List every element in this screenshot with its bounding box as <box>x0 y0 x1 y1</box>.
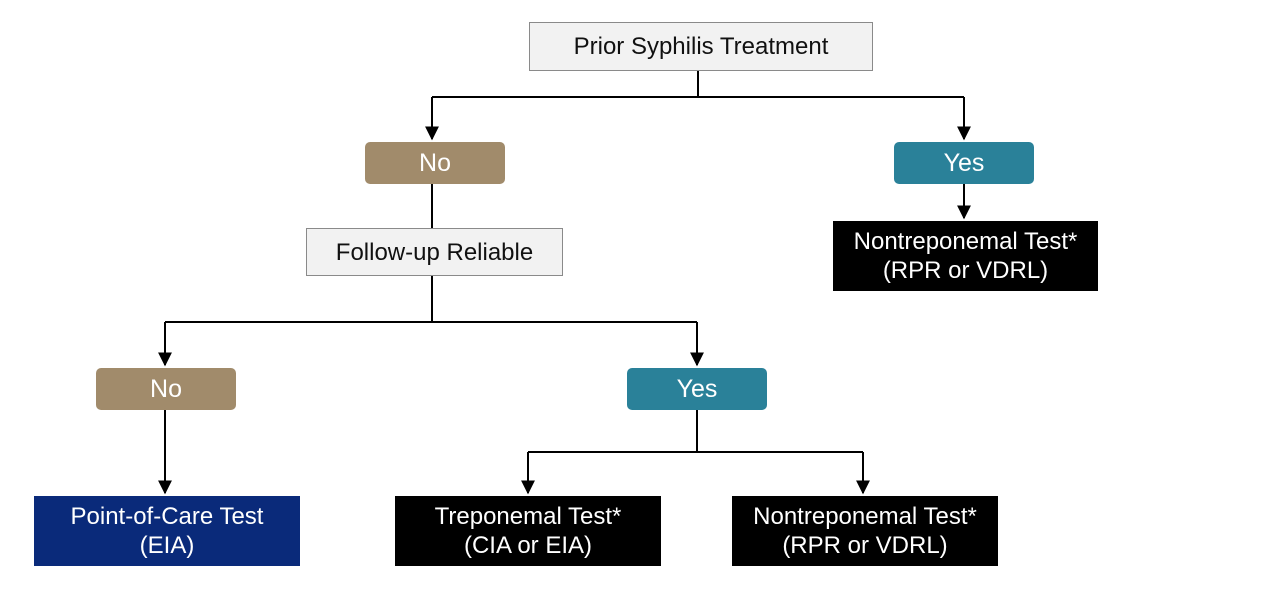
followup-label: Follow-up Reliable <box>335 238 534 266</box>
treponemal-line2: (CIA or EIA) <box>463 532 593 559</box>
treponemal-line1: Treponemal Test* <box>434 503 622 530</box>
branch-no-label: No <box>419 148 451 177</box>
root-node: Prior Syphilis Treatment <box>529 22 873 71</box>
yes-result-line2: (RPR or VDRL) <box>882 257 1049 284</box>
branch-no-node: No <box>365 142 505 184</box>
poc-line1: Point-of-Care Test <box>70 503 264 530</box>
yes-result-line1: Nontreponemal Test* <box>853 228 1078 255</box>
followup-yes-node: Yes <box>627 368 767 410</box>
poc-test-node: Point-of-Care Test (EIA) <box>34 496 300 566</box>
branch-yes-label: Yes <box>943 148 985 177</box>
treponemal-test-node: Treponemal Test* (CIA or EIA) <box>395 496 661 566</box>
yes-result-node: Nontreponemal Test* (RPR or VDRL) <box>833 221 1098 291</box>
nontreponemal-line1: Nontreponemal Test* <box>753 503 977 530</box>
followup-no-node: No <box>96 368 236 410</box>
followup-node: Follow-up Reliable <box>306 228 563 276</box>
followup-no-label: No <box>150 374 182 403</box>
followup-yes-label: Yes <box>676 374 718 403</box>
nontreponemal-test-node: Nontreponemal Test* (RPR or VDRL) <box>732 496 998 566</box>
nontreponemal-line2: (RPR or VDRL) <box>782 532 948 559</box>
root-label: Prior Syphilis Treatment <box>573 33 829 60</box>
branch-yes-node: Yes <box>894 142 1034 184</box>
poc-line2: (EIA) <box>139 532 195 559</box>
